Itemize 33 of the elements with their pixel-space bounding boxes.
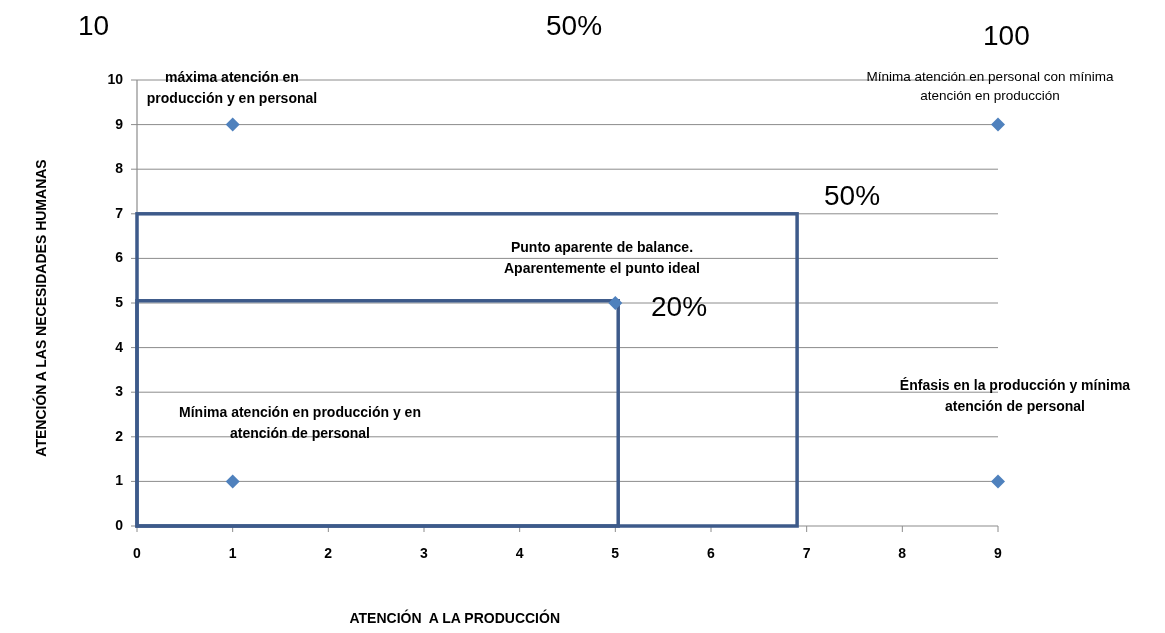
y-tick-label: 4 — [115, 338, 123, 355]
y-tick-label: 0 — [115, 517, 123, 533]
y-tick-label: 10 — [107, 71, 123, 87]
x-tick-label: 0 — [133, 545, 141, 561]
x-tick-label: 3 — [420, 545, 428, 561]
y-tick-label: 5 — [115, 294, 123, 310]
x-tick-label: 4 — [515, 545, 524, 561]
y-tick-label: 1 — [115, 472, 123, 489]
y-tick-label: 2 — [115, 427, 123, 444]
y-tick-label: 7 — [115, 204, 123, 221]
y-axis-title: ATENCIÓN A LAS NECESIDADES HUMANAS — [32, 159, 49, 457]
x-tick-label: 9 — [994, 545, 1002, 561]
point-annotation: Énfasis en la producción y mínima atención de personal — [898, 376, 1132, 416]
percentage-label: 50% — [546, 10, 603, 42]
x-tick-label: 7 — [802, 545, 811, 561]
percentage-label: 10 — [78, 10, 110, 42]
point-annotation: Mínima atención en personal con mínima atención en producción — [865, 68, 1115, 105]
y-tick-label: 3 — [115, 383, 123, 400]
x-tick-label: 2 — [324, 545, 333, 561]
x-tick-label: 6 — [707, 545, 715, 561]
x-axis-title: ATENCIÓN A LA PRODUCCIÓN — [349, 610, 560, 626]
percentage-label: 20% — [651, 291, 708, 323]
y-tick-label: 8 — [115, 160, 123, 177]
point-annotation: máxima atención en producción y en personal — [145, 68, 319, 108]
percentage-label: 100 — [983, 20, 1030, 52]
x-tick-label: 1 — [228, 545, 237, 561]
percentage-label: 50% — [824, 180, 881, 212]
x-tick-label: 5 — [611, 545, 620, 561]
x-tick-label: 8 — [898, 545, 907, 561]
point-annotation: Mínima atención en producción y en atención de personal — [178, 403, 422, 443]
y-tick-label: 9 — [115, 115, 123, 132]
point-annotation: Punto aparente de balance. Aparentemente el punto ideal — [502, 238, 701, 278]
y-tick-label: 6 — [115, 249, 123, 266]
